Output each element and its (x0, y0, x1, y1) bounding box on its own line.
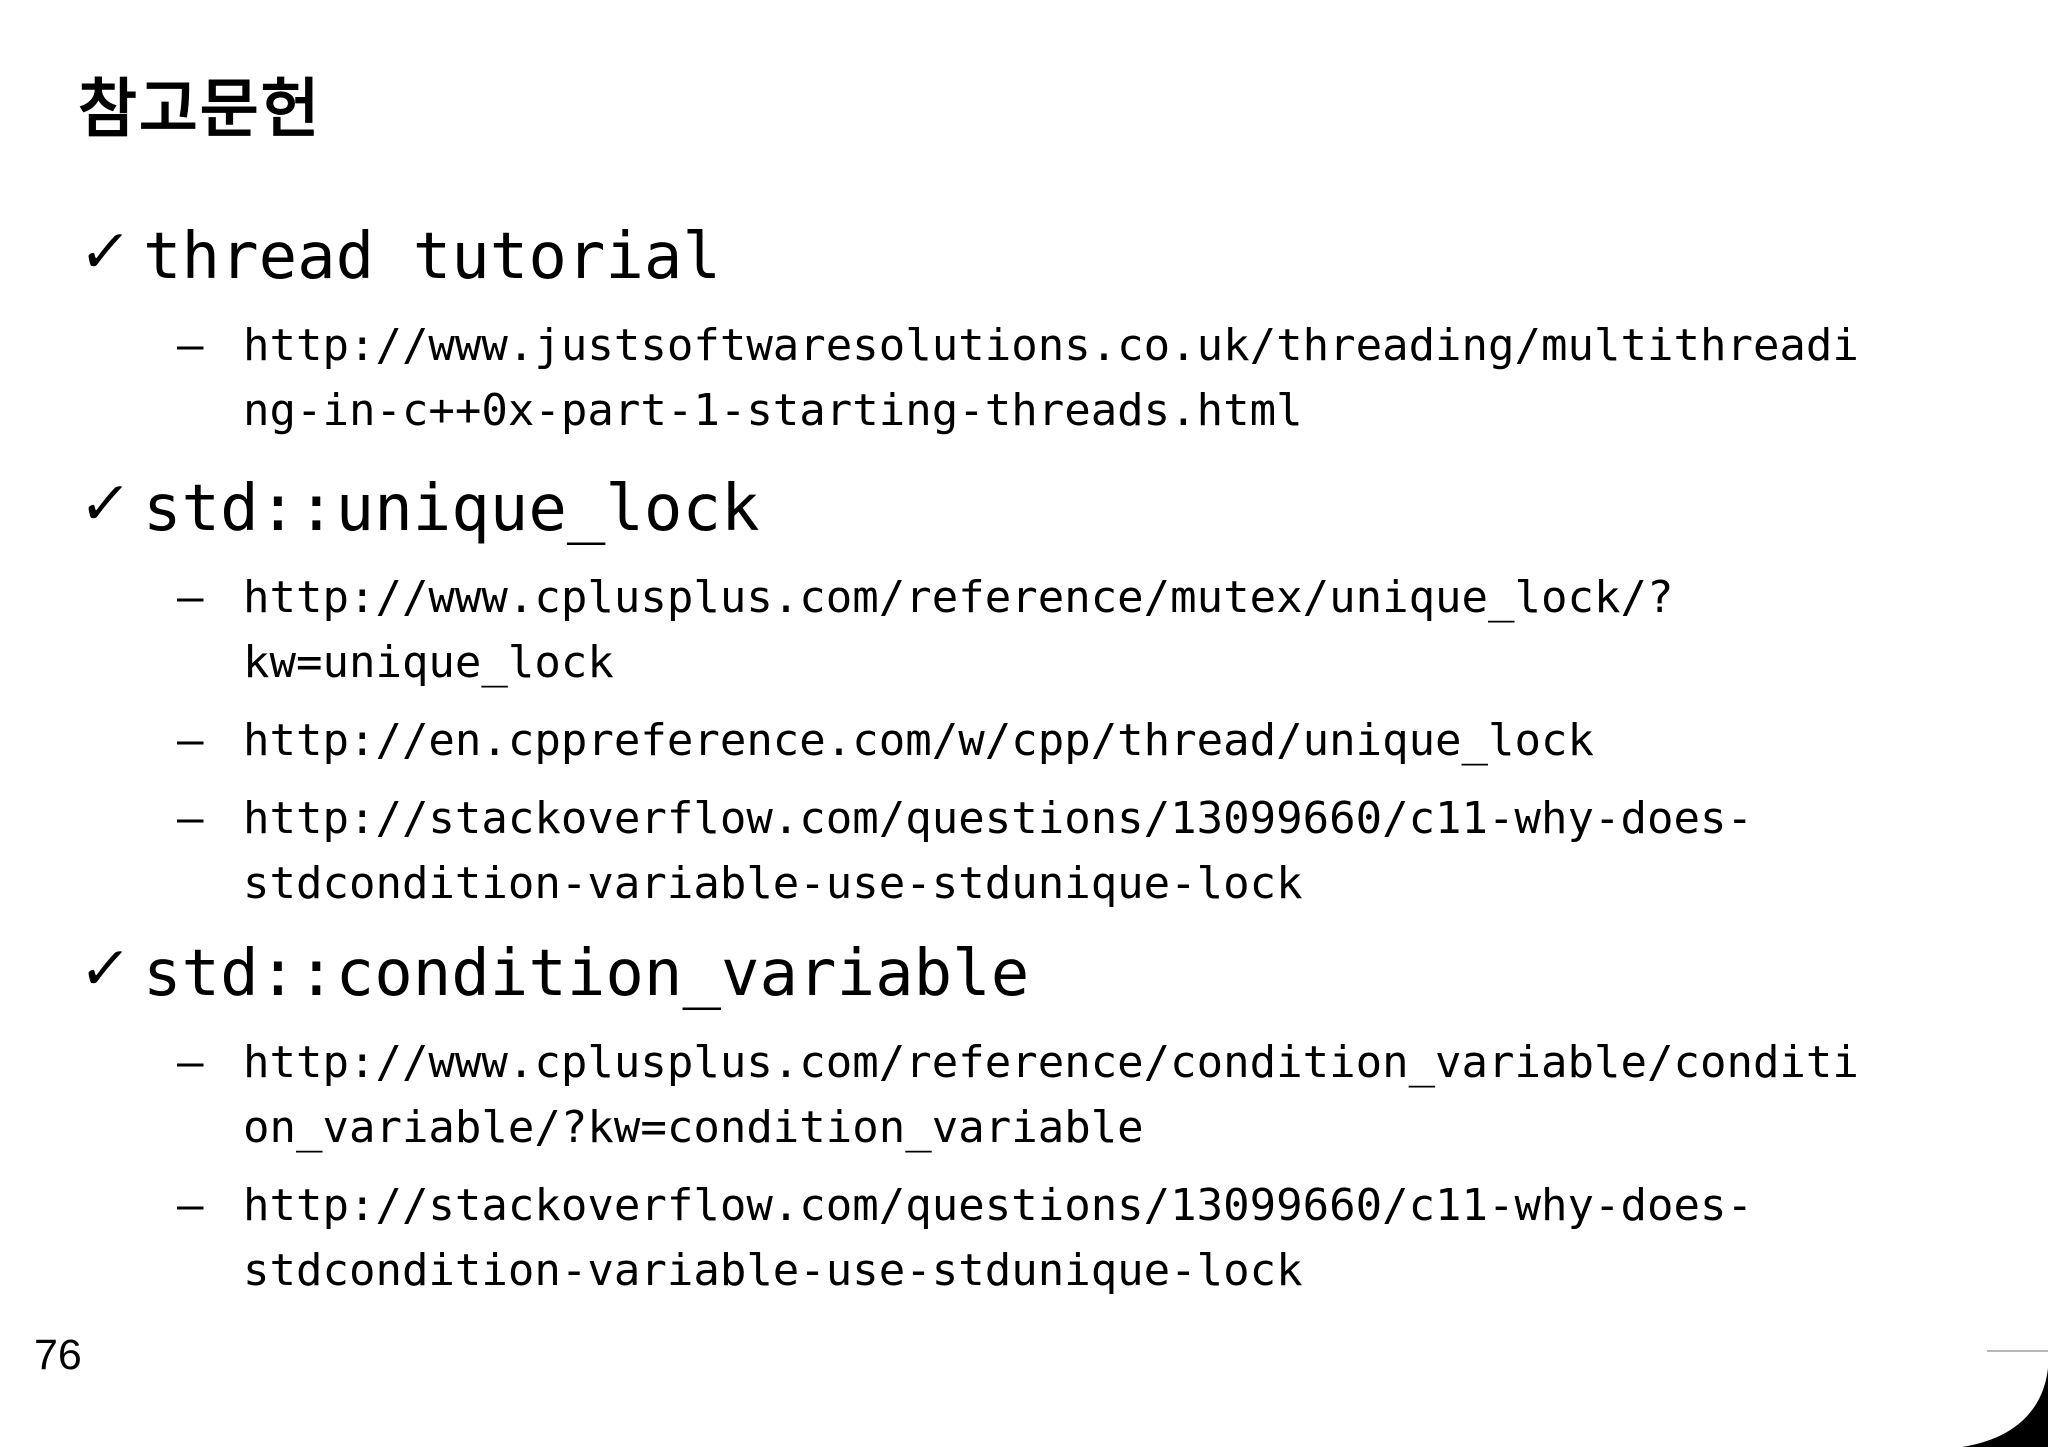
checkmark-icon: ✓ (76, 934, 134, 1004)
reference-url: http://stackoverflow.com/questions/13099… (243, 1173, 1753, 1303)
page-curl-decoration (1962, 1350, 2048, 1447)
dash-bullet-icon: – (177, 715, 204, 766)
url-line: http://en.cppreference.com/w/cpp/thread/… (243, 715, 1595, 766)
page-number: 76 (34, 1331, 82, 1379)
reference-item: – http://en.cppreference.com/w/cpp/threa… (80, 708, 1990, 773)
dash-bullet-icon: – (177, 320, 204, 371)
reference-item: – http://www.cplusplus.com/reference/mut… (80, 565, 1990, 695)
reference-list: – http://www.justsoftwaresolutions.co.uk… (80, 313, 1990, 443)
section-thread-tutorial: ✓ thread tutorial – http://www.justsoftw… (76, 215, 1990, 443)
reference-item: – http://stackoverflow.com/questions/130… (80, 786, 1990, 916)
reference-item: – http://www.cplusplus.com/reference/con… (80, 1030, 1990, 1160)
url-line: kw=unique_lock (243, 637, 614, 688)
slide-title: 참고문헌 (78, 73, 322, 145)
dash-bullet-icon: – (177, 572, 204, 623)
reference-url: http://www.justsoftwaresolutions.co.uk/t… (243, 313, 1859, 443)
section-heading-row: ✓ thread tutorial (76, 215, 1990, 299)
url-line: stdcondition-variable-use-stdunique-lock (243, 858, 1303, 909)
url-line: http://www.justsoftwaresolutions.co.uk/t… (243, 320, 1859, 371)
url-line: ng-in-c++0x-part-1-starting-threads.html (243, 385, 1303, 436)
section-std-unique-lock: ✓ std::unique_lock – http://www.cplusplu… (76, 467, 1990, 916)
url-line: http://www.cplusplus.com/reference/mutex… (243, 572, 1674, 623)
reference-url: http://www.cplusplus.com/reference/condi… (243, 1030, 1859, 1160)
checkmark-icon: ✓ (76, 469, 134, 539)
dash-bullet-icon: – (177, 793, 204, 844)
checkmark-icon: ✓ (76, 217, 134, 287)
url-line: on_variable/?kw=condition_variable (243, 1102, 1144, 1153)
dash-bullet-icon: – (177, 1180, 204, 1231)
url-line: http://stackoverflow.com/questions/13099… (243, 793, 1753, 844)
dash-bullet-icon: – (177, 1037, 204, 1088)
section-std-condition-variable: ✓ std::condition_variable – http://www.c… (76, 932, 1990, 1303)
section-heading-row: ✓ std::unique_lock (76, 467, 1990, 551)
reference-url: http://www.cplusplus.com/reference/mutex… (243, 565, 1673, 695)
section-heading: thread tutorial (143, 220, 721, 294)
url-line: http://stackoverflow.com/questions/13099… (243, 1180, 1753, 1231)
section-heading-row: ✓ std::condition_variable (76, 932, 1990, 1016)
reference-item: – http://stackoverflow.com/questions/130… (80, 1173, 1990, 1303)
reference-list: – http://www.cplusplus.com/reference/mut… (80, 565, 1990, 916)
reference-item: – http://www.justsoftwaresolutions.co.uk… (80, 313, 1990, 443)
reference-list: – http://www.cplusplus.com/reference/con… (80, 1030, 1990, 1303)
page-curl-shape (1962, 1368, 2048, 1447)
url-line: stdcondition-variable-use-stdunique-lock (243, 1245, 1303, 1296)
section-heading: std::unique_lock (143, 472, 760, 546)
section-heading: std::condition_variable (143, 937, 1030, 1011)
slide-content: ✓ thread tutorial – http://www.justsoftw… (76, 215, 1990, 1303)
reference-url: http://stackoverflow.com/questions/13099… (243, 786, 1753, 916)
url-line: http://www.cplusplus.com/reference/condi… (243, 1037, 1859, 1088)
reference-url: http://en.cppreference.com/w/cpp/thread/… (243, 708, 1594, 773)
